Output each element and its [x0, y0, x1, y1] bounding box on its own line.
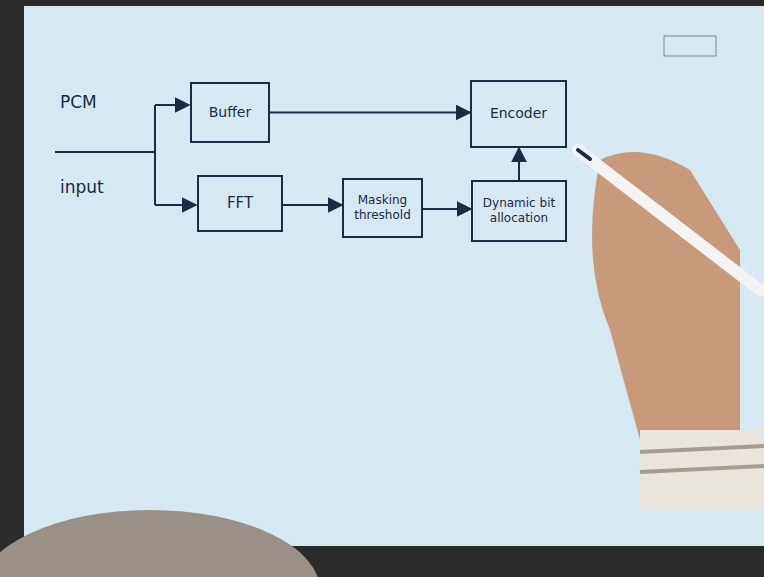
wire	[55, 151, 155, 153]
flow-arrow	[270, 112, 470, 114]
box-label: Buffer	[209, 104, 252, 122]
pen-tip	[578, 150, 590, 159]
flow-arrow	[283, 204, 342, 206]
process-box: Masking threshold	[342, 178, 423, 238]
box-label: Dynamic bit allocation	[479, 196, 559, 226]
box-label: Encoder	[490, 105, 547, 123]
board	[24, 6, 764, 546]
flow-arrow	[518, 148, 520, 180]
sleeve	[640, 430, 764, 510]
box-label: FFT	[227, 194, 253, 213]
hand	[592, 152, 740, 440]
process-box: Encoder	[470, 80, 567, 148]
wire	[155, 204, 196, 206]
process-box: Buffer	[190, 82, 270, 143]
sleeve-stripe	[640, 466, 764, 472]
box-label: Masking threshold	[350, 193, 415, 223]
input-label: PCM input	[60, 60, 122, 230]
wire	[154, 105, 156, 205]
stamp	[664, 36, 716, 56]
process-box: FFT	[197, 175, 283, 232]
head	[0, 510, 320, 577]
wire	[155, 104, 189, 106]
process-box: Dynamic bit allocation	[471, 180, 567, 242]
sleeve-stripe	[640, 446, 764, 452]
pen	[578, 150, 760, 290]
flow-arrow	[423, 208, 471, 210]
